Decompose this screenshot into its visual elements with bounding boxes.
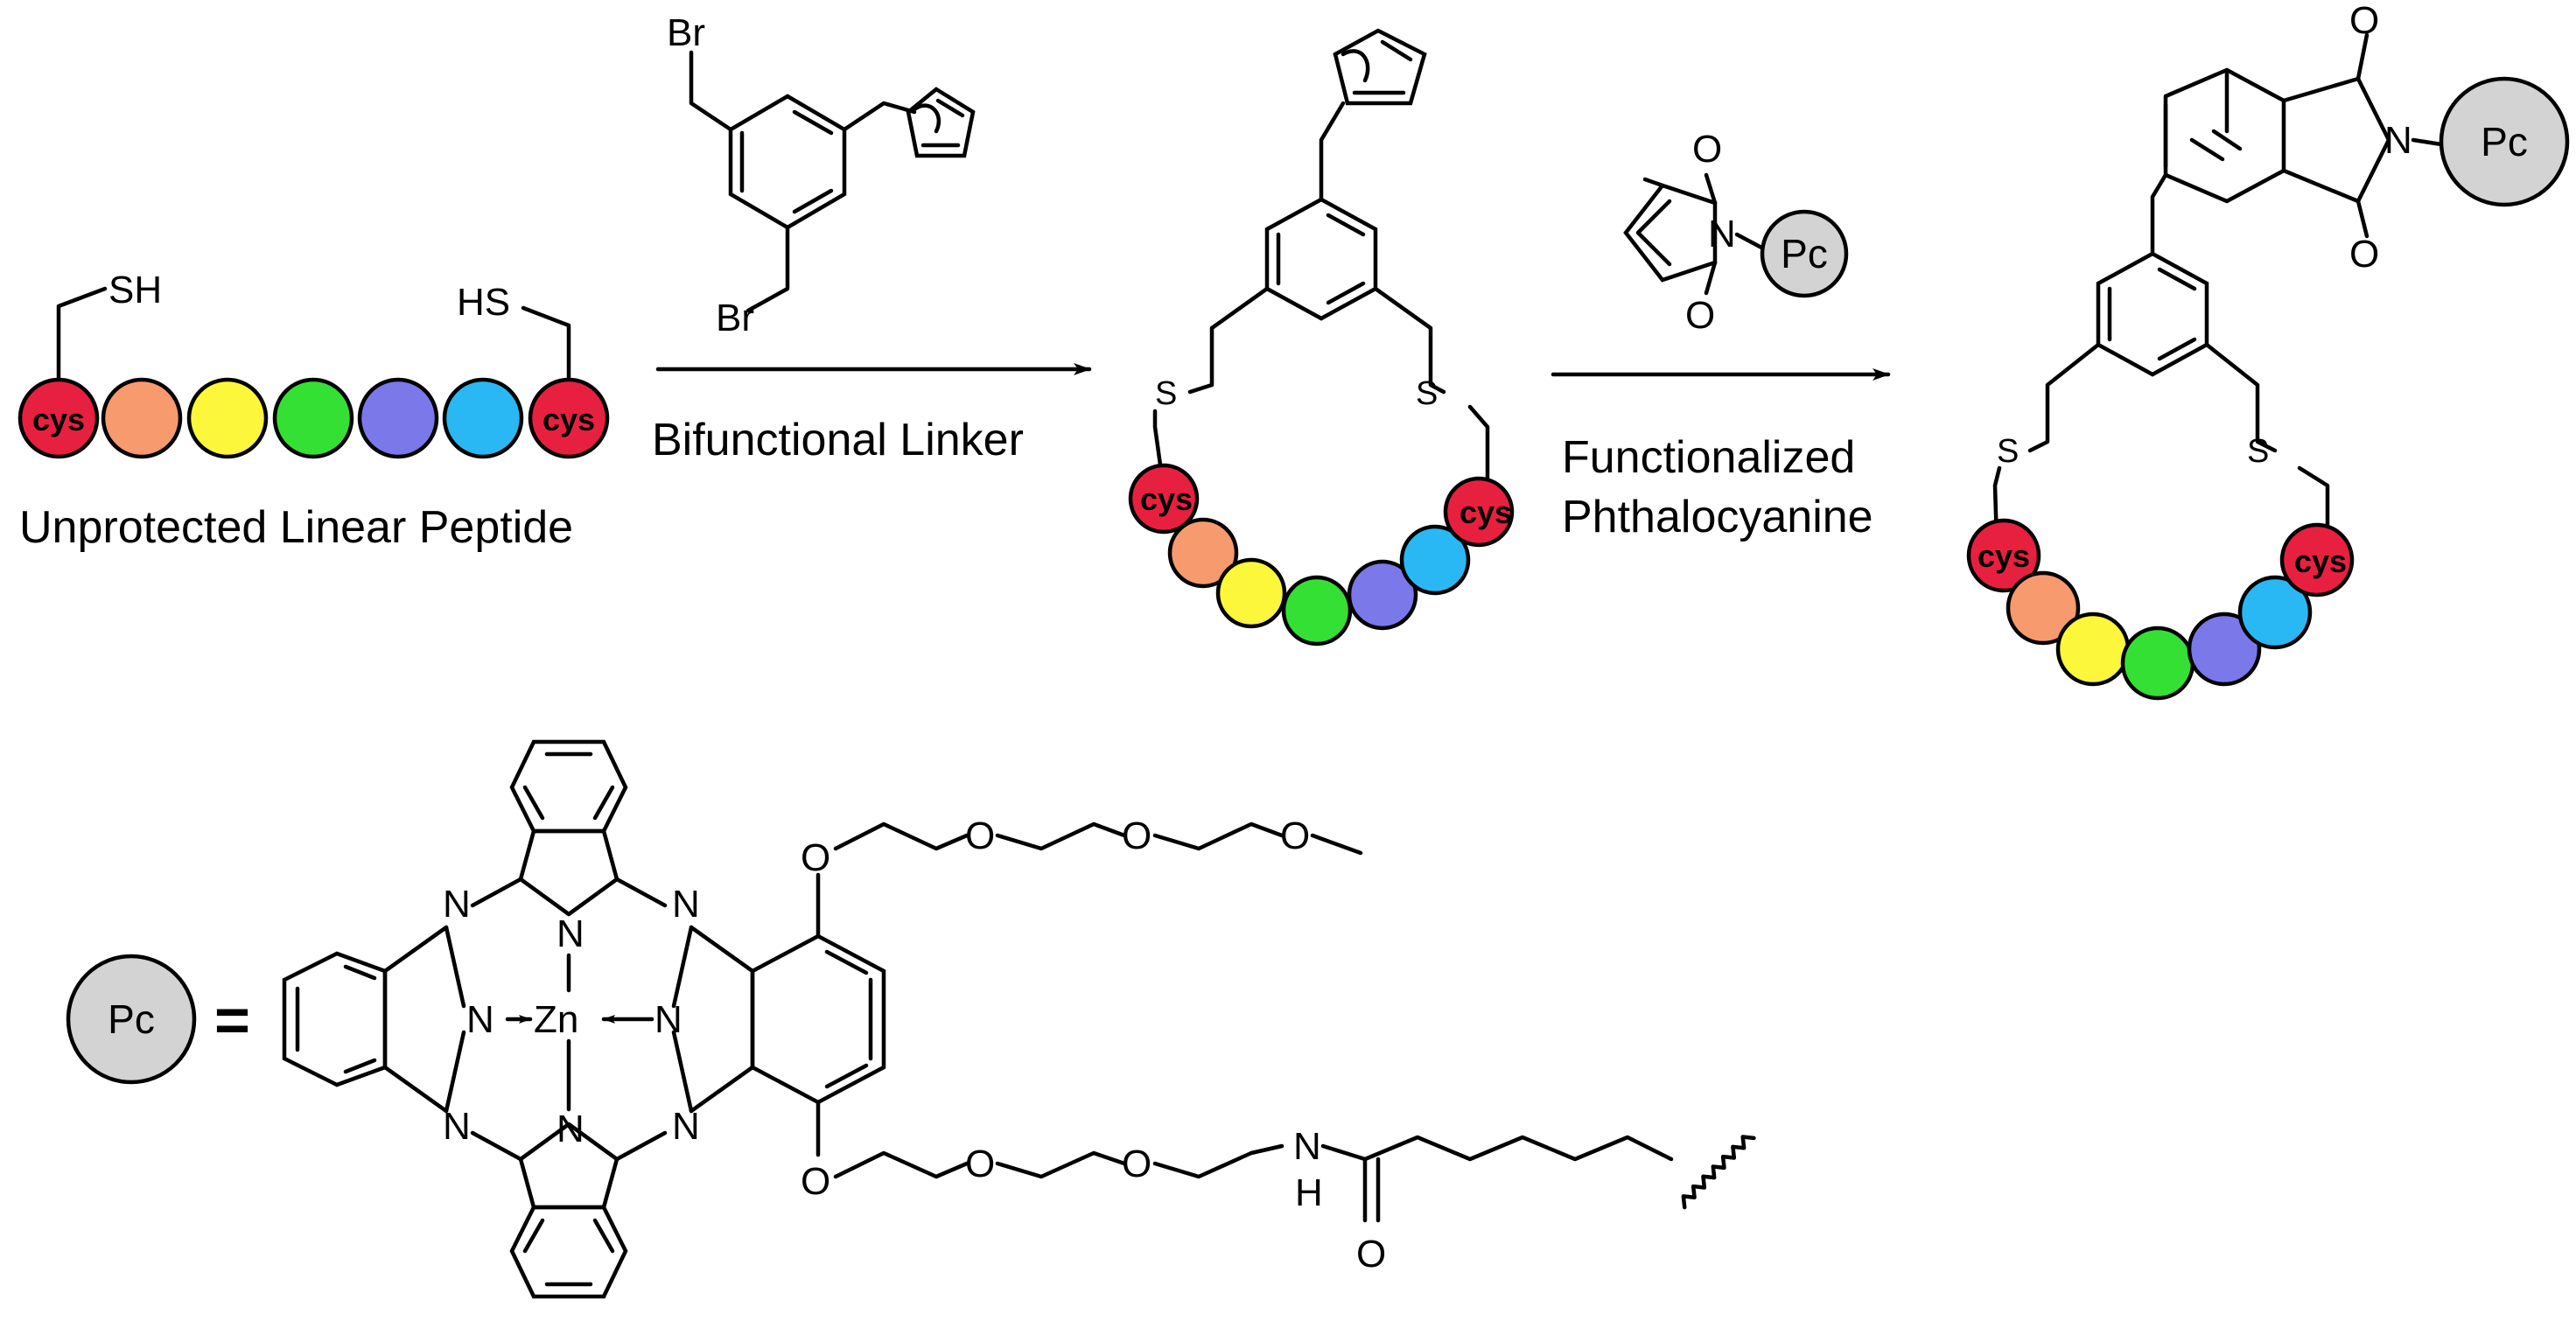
residue-bead (442, 377, 524, 459)
cys-residue (1966, 518, 2041, 593)
sulfur-label: S (1997, 433, 2019, 470)
nitrogen-label: N (654, 998, 682, 1041)
start-material-label: Unprotected Linear Peptide (19, 502, 573, 553)
nitrogen-label: N (2384, 119, 2412, 162)
residue-bead (2120, 626, 2195, 701)
nitrogen-label: N (672, 1105, 700, 1148)
residue-bead (1347, 559, 1418, 631)
reaction-arrow-2: Functionalized Phthalocyanine (1550, 368, 1891, 542)
nitrogen-label: N (1708, 213, 1736, 255)
residue-bead (186, 377, 269, 459)
residue-bead (357, 377, 439, 459)
oxygen-label: O (1685, 294, 1715, 337)
thiol-label-left: SH (108, 269, 162, 311)
oxygen-label: O (1356, 1233, 1386, 1276)
cys-label: cys (2294, 543, 2347, 579)
oxygen-label: O (965, 814, 995, 857)
cys-label: cys (32, 402, 85, 437)
residue-bead (2055, 612, 2131, 687)
pc-label: Pc (1781, 231, 1828, 276)
maleimide-pc-reagent: O O N Pc (1623, 128, 1849, 337)
sulfur-label: S (1416, 375, 1438, 412)
nitrogen-label: N (443, 883, 471, 926)
cys-label: cys (1460, 494, 1512, 530)
cys-label: cys (1140, 481, 1193, 517)
cys-residue (528, 377, 610, 459)
cys-label: cys (1978, 538, 2030, 574)
pc-placeholder (1760, 209, 1849, 298)
cys-residue (1128, 463, 1200, 535)
residue-bead (1399, 524, 1471, 596)
equals-sign: = (214, 986, 250, 1054)
pc-placeholder (66, 954, 197, 1085)
bromine-label: Br (716, 297, 754, 339)
cys-residue (18, 377, 100, 459)
step2-label-line1: Functionalized (1562, 432, 1855, 483)
sulfur-label: S (1155, 375, 1177, 412)
bifunctional-linker: Br Br (667, 11, 976, 339)
cys-residue (1443, 476, 1515, 548)
pc-label: Pc (2481, 119, 2528, 164)
sulfur-label: S (2247, 433, 2269, 470)
cyclic-peptide-intermediate: S S cys cys (1128, 28, 1515, 647)
oxygen-label: O (1122, 1143, 1152, 1185)
oxygen-label: O (801, 836, 830, 879)
residue-bead (1215, 557, 1287, 629)
oxygen-label: O (1692, 128, 1722, 171)
hydrogen-label: H (1295, 1171, 1323, 1214)
thiol-label-right: HS (457, 281, 510, 324)
zinc-label: Zn (534, 998, 578, 1041)
oxygen-label: O (801, 1160, 830, 1203)
pc-placeholder (2439, 76, 2570, 207)
residue-bead (2006, 570, 2081, 646)
residue-bead (101, 377, 183, 459)
oxygen-label: O (2349, 233, 2379, 276)
cys-residue (2279, 522, 2355, 598)
nitrogen-label: N (556, 912, 584, 955)
residue-bead (2187, 612, 2262, 687)
oxygen-label: O (965, 1143, 995, 1185)
bromine-label: Br (667, 11, 705, 54)
residue-bead (1281, 575, 1353, 647)
residue-bead (272, 377, 354, 459)
linear-peptide: SH HS cys cys Unprotected Linear Peptide (18, 269, 610, 553)
nitrogen-label: N (1293, 1125, 1321, 1168)
pc-label: Pc (108, 996, 155, 1042)
oxygen-label: O (1122, 814, 1152, 857)
residue-bead (1167, 517, 1239, 589)
nitrogen-label: N (466, 998, 494, 1041)
residue-bead (2237, 575, 2313, 650)
nitrogen-label: N (672, 883, 700, 926)
reaction-arrow-1: Bifunctional Linker (652, 363, 1092, 465)
cys-label: cys (542, 402, 595, 437)
final-conjugate: O O N Pc S S cys cys (1966, 0, 2570, 701)
pc-definition: Pc = Zn N N N N N N N N (66, 739, 1756, 1299)
oxygen-label: O (1280, 814, 1310, 857)
step1-label: Bifunctional Linker (652, 415, 1024, 465)
step2-label-line2: Phthalocyanine (1562, 492, 1873, 542)
oxygen-label: O (2349, 0, 2379, 42)
